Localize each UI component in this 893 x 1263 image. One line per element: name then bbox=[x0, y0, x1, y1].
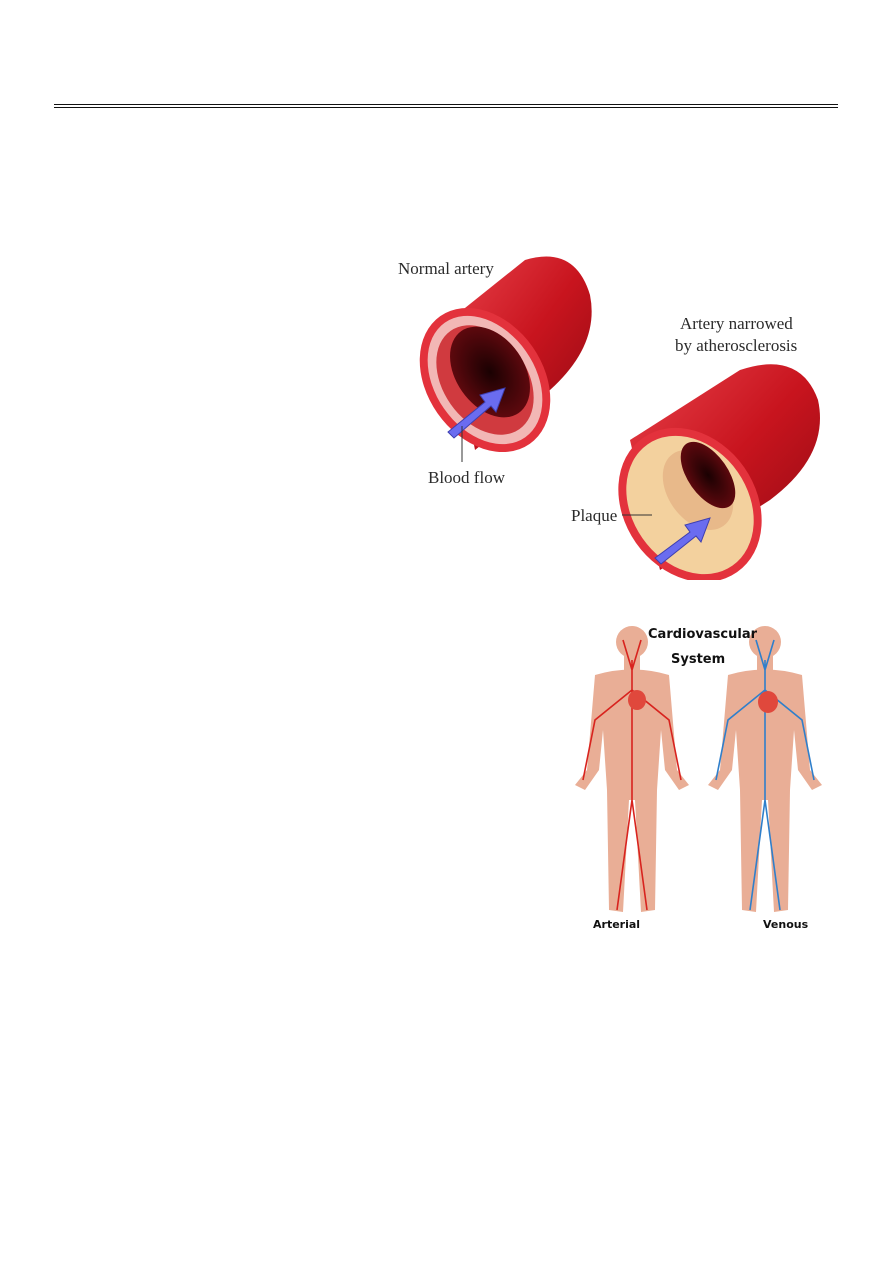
narrowed-artery-label-line2: by atherosclerosis bbox=[675, 336, 798, 355]
cardiovascular-title-line1: Cardiovascular bbox=[648, 627, 758, 642]
cardiovascular-figure: Cardiovascular System Arterial Venous bbox=[565, 620, 835, 935]
narrowed-artery-label-line1: Artery narrowed bbox=[680, 314, 793, 333]
arterial-body bbox=[575, 626, 689, 912]
artery-figure: Normal artery Artery narrowed by atheros… bbox=[390, 250, 850, 583]
header-rule-top bbox=[54, 104, 838, 105]
venous-body bbox=[708, 626, 822, 912]
venous-label: Venous bbox=[763, 918, 809, 931]
header-rule-bottom bbox=[54, 107, 838, 108]
plaque-label: Plaque bbox=[571, 506, 618, 525]
normal-artery bbox=[419, 256, 592, 453]
arterial-label: Arterial bbox=[593, 918, 641, 931]
normal-artery-label: Normal artery bbox=[398, 259, 494, 278]
cardiovascular-illustration bbox=[575, 626, 822, 912]
blood-flow-label: Blood flow bbox=[428, 468, 505, 487]
cardiovascular-title-line2: System bbox=[671, 652, 726, 667]
artery-illustration bbox=[419, 256, 820, 583]
narrowed-artery bbox=[618, 364, 820, 583]
